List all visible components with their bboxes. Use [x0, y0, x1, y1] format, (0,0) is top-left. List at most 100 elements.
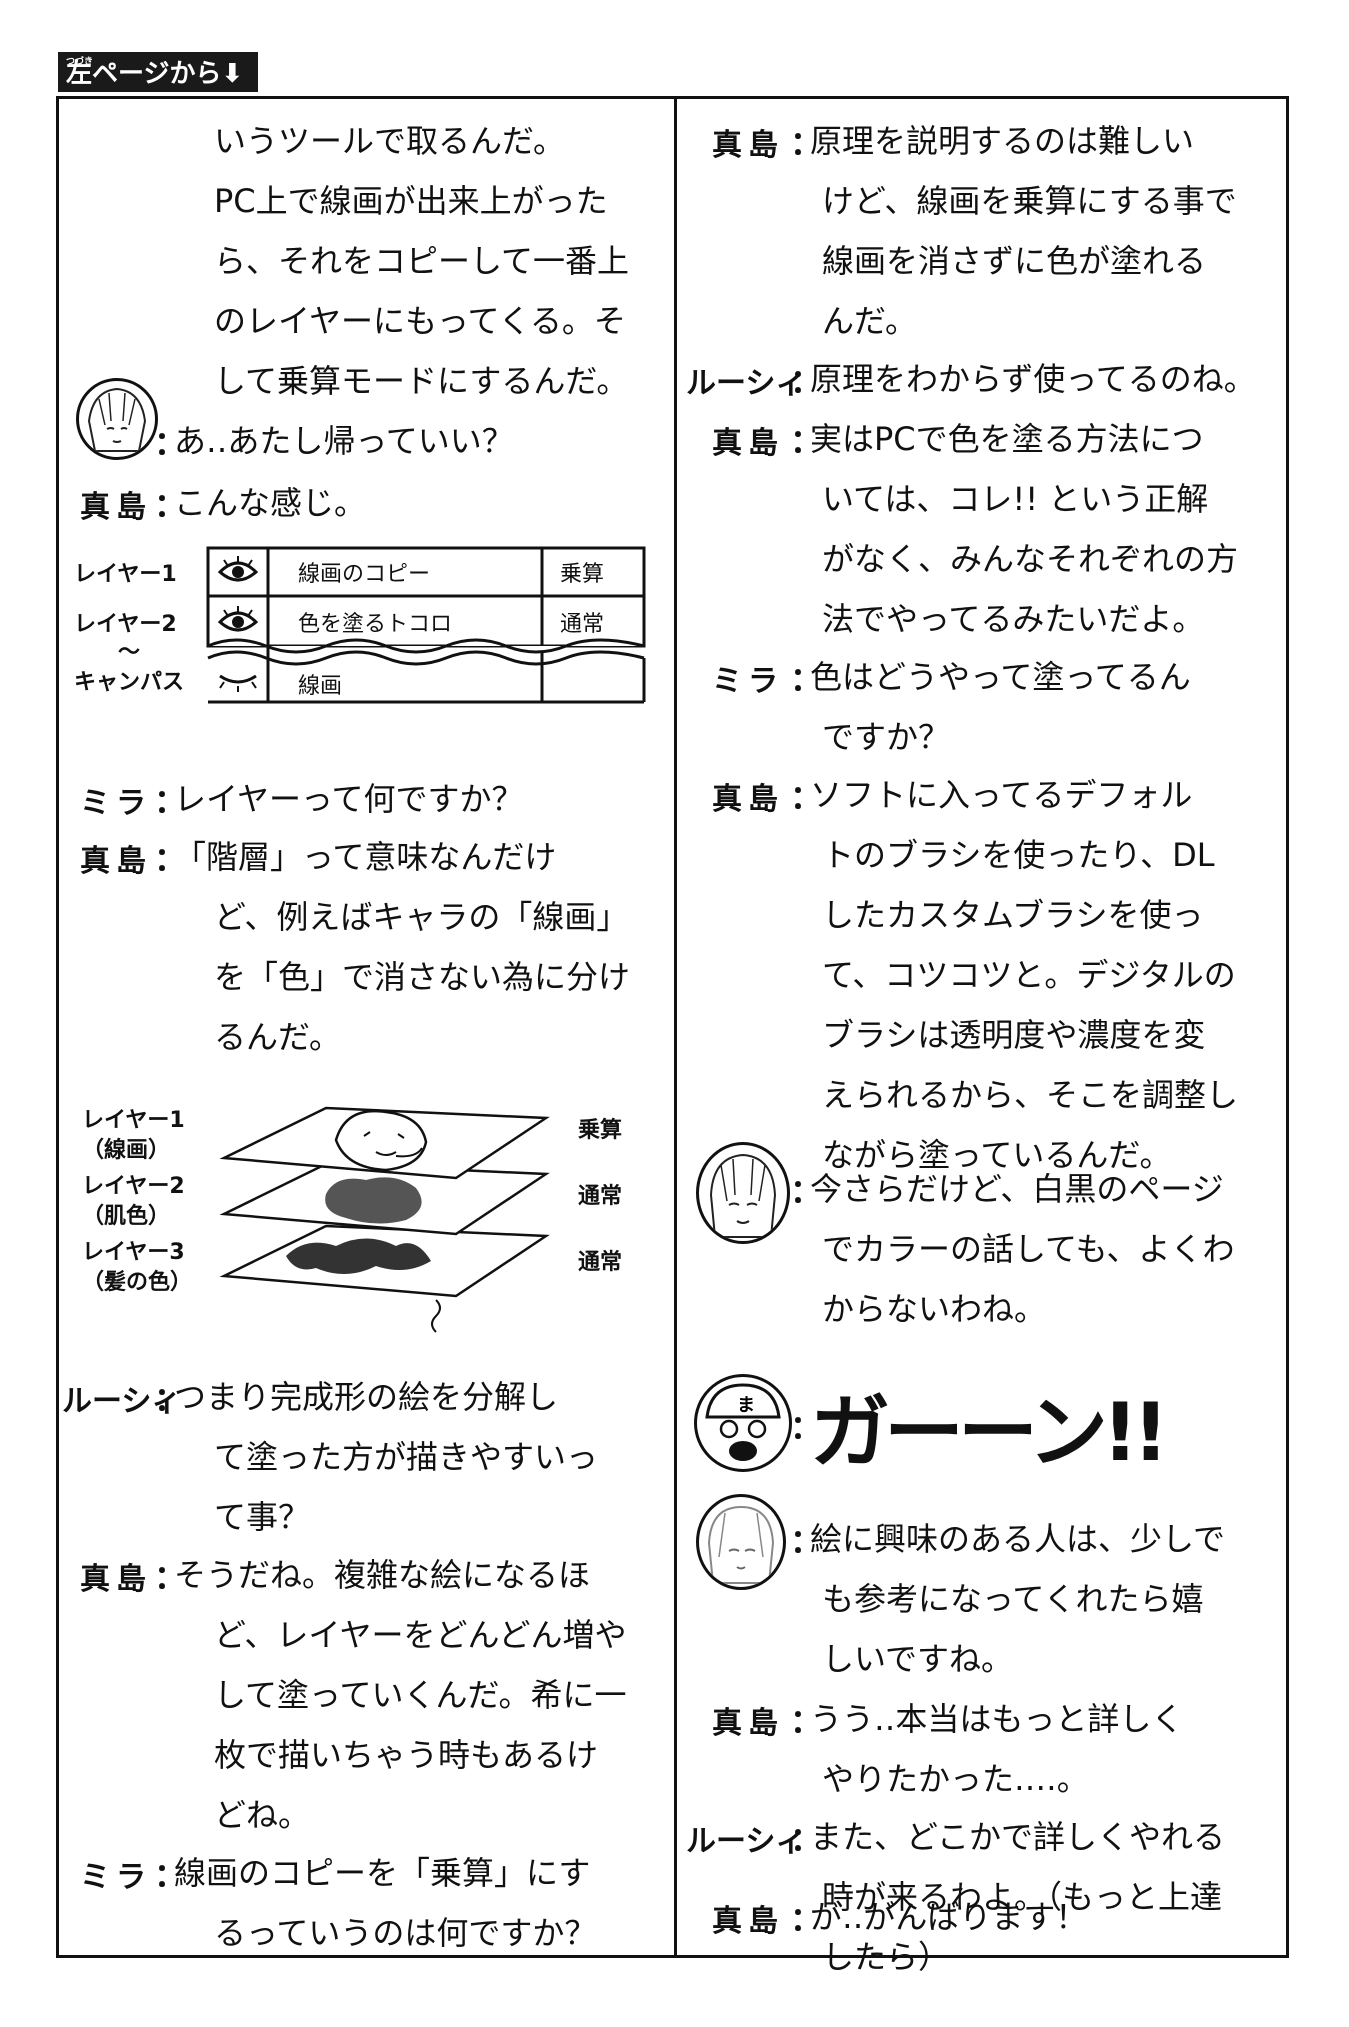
dialogue-line: るんだ。 — [214, 1018, 342, 1056]
colon: ： — [790, 124, 823, 162]
stack-layer-label: レイヤー1 — [82, 1108, 185, 1133]
layer-name-cell: 線画のコピー — [298, 562, 431, 587]
dialogue-line: ら、それをコピーして一番上 — [214, 242, 630, 280]
layer-mode-cell: 乗算 — [560, 562, 605, 587]
svg-text:ま: ま — [737, 1395, 755, 1416]
speaker-name: ミラ — [80, 1860, 152, 1895]
stack-layer-mode: 通常 — [578, 1184, 623, 1209]
stack-layer-label: レイヤー3 — [82, 1240, 185, 1265]
speaker-name: 真島 — [712, 128, 784, 163]
dialogue-line: して塗っていくんだ。希に一 — [214, 1676, 627, 1714]
eye-closed-icon — [219, 674, 257, 692]
dialogue-line: しいですね。 — [822, 1640, 1014, 1678]
dialogue-line: どね。 — [214, 1796, 311, 1834]
layer-label: レイヤー1 — [74, 562, 177, 587]
layer-mode-cell: 通常 — [560, 612, 605, 637]
colon: ： — [790, 422, 823, 460]
stack-layer-label: レイヤー2 — [82, 1174, 185, 1199]
speaker-name: 真島 — [712, 426, 784, 461]
layer-name-cell: 色を塗るトコロ — [298, 612, 453, 637]
dialogue-line: 原理をわからず使ってるのね。 — [810, 360, 1256, 398]
dialogue-line: のレイヤーにもってくる。そ — [214, 302, 626, 340]
dialogue-line: 実はPCで色を塗る方法につ — [810, 420, 1204, 458]
colon: ： — [790, 1522, 823, 1560]
dialogue-line: 線画のコピーを「乗算」にす — [174, 1854, 591, 1892]
dialogue-line: ど、レイヤーをどんどん増や — [214, 1616, 627, 1654]
colon: ： — [790, 1820, 823, 1858]
final-line: 真島 ： が‥がんばります！ — [712, 1892, 1272, 1948]
dialogue-line: トのブラシを使ったり、DL — [822, 836, 1215, 874]
layer-table-grid — [206, 546, 646, 704]
column-divider — [674, 96, 677, 1958]
colon: ： — [154, 1380, 187, 1418]
page-frame — [56, 96, 1289, 1958]
dialogue-line: したカスタムブラシを使っ — [822, 896, 1204, 934]
dialogue-line: 時が来るわよ。（もっと上達 — [822, 1878, 1223, 1916]
layer-label: レイヤー2 — [74, 612, 177, 637]
mira-face-avatar — [696, 1494, 786, 1590]
stacked-layers-illustration — [219, 1106, 550, 1333]
stack-layer-sub: （肌色） — [82, 1204, 171, 1229]
dialogue-line: からないわね。 — [822, 1290, 1047, 1328]
speaker-name: 真島 — [80, 844, 152, 879]
speaker-name: 真島 — [80, 490, 152, 525]
dialogue-line: ながら塗っているんだ。 — [822, 1136, 1172, 1174]
dialogue-line: でカラーの話しても、よくわ — [822, 1230, 1235, 1268]
dialogue-line: んだ。 — [822, 302, 918, 340]
colon: ： — [154, 782, 187, 820]
dialogue-line: そうだね。複雑な絵になるほ — [174, 1556, 591, 1594]
dialogue-line: PC上で線画が出来上がった — [214, 182, 608, 220]
dialogue-line: ですか？ — [822, 718, 951, 756]
dialogue-line: うう‥本当はもっと詳しく — [810, 1700, 1184, 1738]
colon: ： — [154, 1558, 187, 1596]
layer-stack-diagram: レイヤー1 （線画） レイヤー2 （肌色） レイヤー3 （髪の色） 乗算 通常 … — [66, 1096, 666, 1336]
lucy-face-avatar — [76, 378, 158, 460]
colon: ： — [790, 1900, 823, 1938]
speaker-name: ルーシィ — [686, 1824, 806, 1859]
eye-open-icon — [217, 556, 259, 582]
layer-table-diagram: レイヤー1 レイヤー2 〜 キャンパス — [66, 542, 666, 712]
dialogue-line: 「階層」って意味なんだけ — [174, 838, 557, 876]
colon: ： — [790, 1408, 823, 1446]
layer-label: キャンパス — [74, 670, 185, 695]
layer-label-tilde: 〜 — [118, 640, 141, 665]
continued-tag: つづき 左ページから⬇ — [58, 52, 258, 92]
dialogue-line: して乗算モードにするんだ。 — [214, 362, 629, 400]
dialogue-line: るっていうのは何ですか？ — [214, 1914, 597, 1952]
dialogue-line: 色はどうやって塗ってるん — [810, 658, 1191, 696]
speaker-name: 真島 — [80, 1562, 152, 1597]
dialogue-line: が‥がんばります！ — [810, 1898, 1088, 1936]
speaker-name: ミラ — [712, 664, 784, 699]
dialogue-line: も参考になってくれたら嬉 — [822, 1580, 1204, 1618]
colon: ： — [790, 1702, 823, 1740]
colon: ： — [790, 362, 823, 400]
eye-open-icon — [217, 606, 259, 632]
colon: ： — [154, 424, 187, 462]
speaker-name: 真島 — [712, 782, 784, 817]
shout-text: ガーーン!! — [810, 1386, 1169, 1479]
dialogue-line: また、どこかで詳しくやれる — [810, 1818, 1226, 1856]
speaker-name: ルーシィ — [686, 366, 806, 401]
dialogue-line: 今さらだけど、白黒のページ — [810, 1170, 1224, 1208]
dialogue-line: ど、例えばキャラの「線画」 — [214, 898, 629, 936]
dialogue-line: つまり完成形の絵を分解し — [174, 1378, 559, 1416]
dialogue-line: 法でやってるみたいだよ。 — [822, 600, 1205, 638]
dialogue-line: 枚で描いちゃう時もあるけ — [214, 1736, 599, 1774]
layer-name-cell: 線画 — [298, 674, 343, 699]
dialogue-line: けど、線画を乗算にする事で — [822, 182, 1237, 220]
dialogue-line: いては、コレ!! という正解 — [822, 480, 1209, 518]
stack-layer-sub: （線画） — [82, 1138, 171, 1163]
dialogue-line: 原理を説明するのは難しい — [810, 122, 1195, 160]
dialogue-line: ブラシは透明度や濃度を変 — [822, 1016, 1206, 1054]
dialogue-line: したら） — [822, 1938, 951, 1976]
speaker-name: ミラ — [80, 786, 152, 821]
stack-layer-mode: 乗算 — [578, 1118, 623, 1143]
speaker-name: 真島 — [712, 1904, 784, 1939]
dialogue-line: がなく、みんなそれぞれの方 — [822, 540, 1239, 578]
dialogue-line: こんな感じ。 — [174, 484, 367, 522]
colon: ： — [154, 486, 187, 524]
colon: ： — [790, 660, 823, 698]
dialogue-line: レイヤーって何ですか？ — [174, 780, 524, 818]
dialogue-line: やりたかった‥‥。 — [822, 1760, 1089, 1798]
tag-ruby: つづき — [66, 57, 94, 67]
